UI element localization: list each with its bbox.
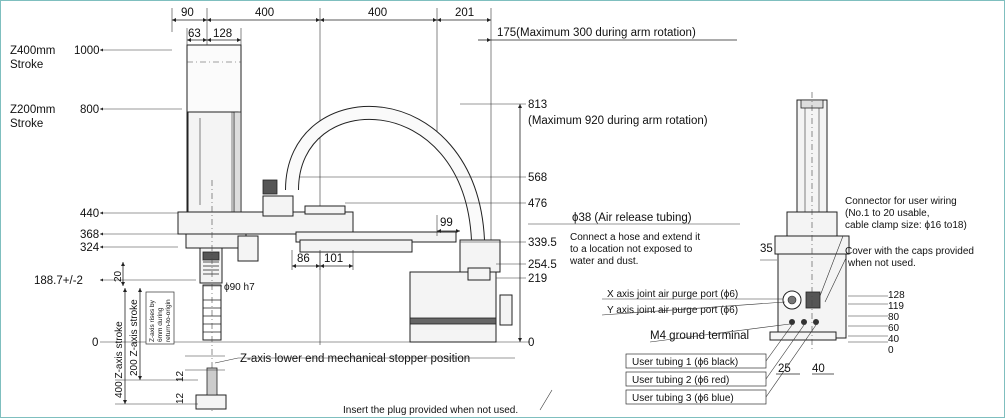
- dim-400b: 400: [368, 7, 387, 19]
- air-note-1: Connect a hose and extend it: [570, 232, 700, 243]
- air-release-label: ϕ38 (Air release tubing): [572, 212, 692, 224]
- connector-line-3: cable clamp size: ϕ16 to18): [845, 220, 967, 231]
- plug-note: Insert the plug provided when not used.: [343, 405, 518, 416]
- side-view-robot: ϕ90 h7: [177, 44, 513, 412]
- dim-20: 20: [113, 270, 124, 282]
- dim-101: 101: [324, 253, 343, 265]
- air-note-2: to a location not exposed to: [570, 244, 693, 255]
- dim-400a: 400: [255, 7, 274, 19]
- rise-line-1: Z-axis rises by: [149, 299, 156, 342]
- rear-view-robot: [769, 92, 850, 352]
- air-release-notes: ϕ38 (Air release tubing) Connect a hose …: [528, 212, 740, 267]
- h-368: 368: [80, 229, 99, 241]
- h-800: 800: [80, 104, 99, 116]
- z200-label: Z200mm: [10, 104, 55, 116]
- tubing-2: User tubing 2 (ϕ6 red): [632, 375, 729, 386]
- dim-99: 99: [440, 217, 453, 229]
- dim-40: 40: [812, 363, 825, 375]
- dim-25: 25: [778, 363, 791, 375]
- cover-line-2: when not used.: [847, 258, 916, 269]
- h-324: 324: [80, 242, 100, 254]
- h-339: 339.5: [528, 237, 557, 249]
- dim-86: 86: [297, 253, 310, 265]
- rv-40: 40: [888, 334, 900, 345]
- h-813: 813: [528, 99, 547, 111]
- rv-128: 128: [888, 290, 905, 301]
- mid-dimensions: 99 86 101: [291, 215, 460, 270]
- dim-63: 63: [188, 28, 201, 40]
- rise-line-3: return-to-origin: [165, 299, 172, 342]
- x-port-label: X axis joint air purge port (ϕ6): [607, 289, 738, 300]
- h-476: 476: [528, 198, 547, 210]
- dim-90: 90: [181, 7, 194, 19]
- dim-128: 128: [213, 28, 232, 40]
- h-0-left: 0: [92, 337, 98, 349]
- dim-12b: 12: [175, 392, 186, 404]
- z-stroke-400: 400 Z-axis stroke: [114, 321, 125, 398]
- stroke-label-1: Stroke: [10, 59, 43, 71]
- h-254: 254.5: [528, 259, 557, 271]
- air-note-3: water and dust.: [569, 256, 638, 267]
- connector-line-2: (No.1 to 20 usable,: [845, 208, 930, 219]
- rise-line-2: 6mm during: [157, 307, 164, 342]
- rear-view-labels: Connector for user wiring (No.1 to 20 us…: [343, 196, 974, 416]
- connector-line-1: Connector for user wiring: [845, 196, 957, 207]
- tubing-3: User tubing 3 (ϕ6 blue): [632, 393, 734, 404]
- stroke-label-2: Stroke: [10, 118, 43, 130]
- cover-line-1: Cover with the caps provided: [845, 246, 974, 257]
- h-1000: 1000: [74, 45, 100, 57]
- h-568: 568: [528, 172, 547, 184]
- h-219: 219: [528, 273, 547, 285]
- y-port-label: Y axis joint air purge port (ϕ6): [607, 305, 738, 316]
- z-stroke-dimensions: 400 Z-axis stroke 200 Z-axis stroke Z-ax…: [114, 288, 515, 405]
- z-stroke-200: 200 Z-axis stroke: [129, 299, 140, 376]
- rv-80: 80: [888, 312, 900, 323]
- top-dimension-chain: 90 400 400 201 63 128 175(Maximum 300 du…: [171, 7, 737, 345]
- stopper-note: Z-axis lower end mechanical stopper posi…: [240, 353, 470, 365]
- rv-60: 60: [888, 323, 900, 334]
- left-height-labels: Z400mm Stroke 1000 Z200mm Stroke 800 440…: [10, 45, 530, 349]
- phi-90-h7: ϕ90 h7: [224, 282, 255, 293]
- dim-35: 35: [760, 243, 773, 255]
- h-440: 440: [80, 208, 99, 220]
- rv-119: 119: [888, 301, 904, 312]
- tubing-1: User tubing 1 (ϕ6 black): [632, 357, 738, 368]
- h-813-note: (Maximum 920 during arm rotation): [528, 115, 708, 127]
- h-0-right: 0: [528, 337, 534, 349]
- z400-label: Z400mm: [10, 45, 55, 57]
- dim-201: 201: [455, 7, 474, 19]
- dim-12a: 12: [175, 370, 186, 382]
- h-188: 188.7+/-2: [34, 275, 83, 287]
- side-view-height-labels: 813 (Maximum 920 during arm rotation) 56…: [300, 99, 708, 349]
- dim-175-note: 175(Maximum 300 during arm rotation): [497, 27, 696, 39]
- rv-0: 0: [888, 345, 894, 356]
